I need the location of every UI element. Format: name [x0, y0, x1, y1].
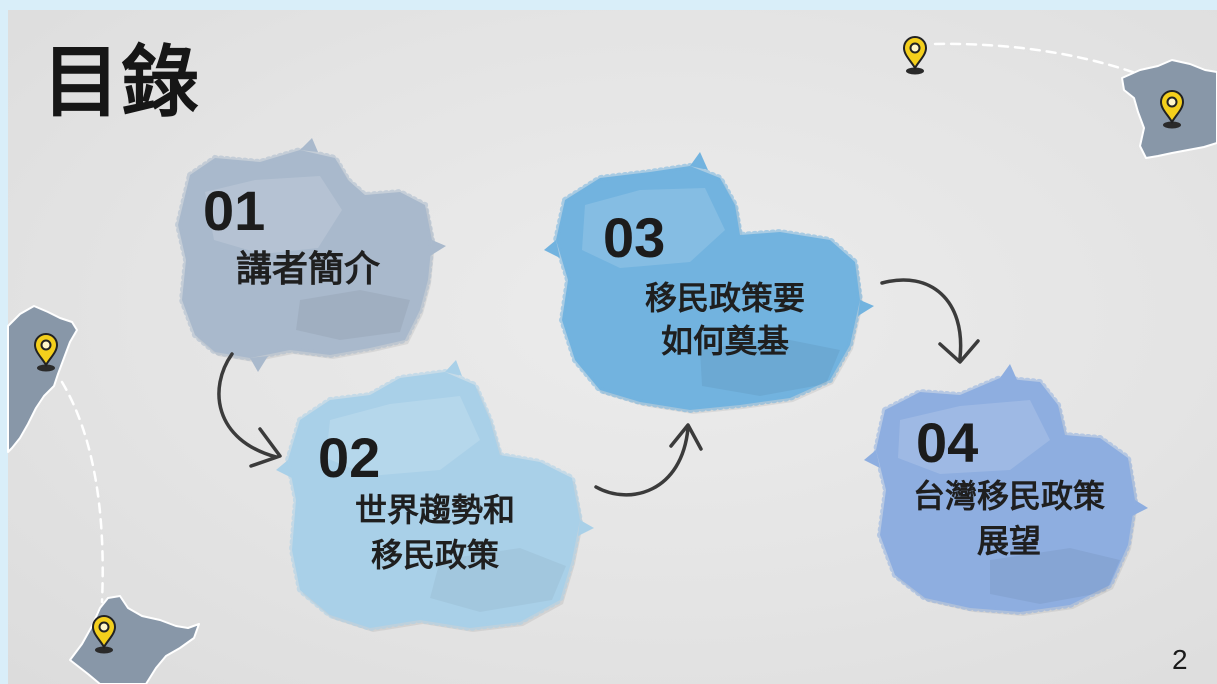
arrowhead-03-to-04 — [938, 339, 980, 364]
arrowhead-02-to-03 — [669, 423, 703, 451]
section-label-03: 移民政策要 如何奠基 — [615, 277, 835, 363]
section-number-03: 03 — [603, 206, 666, 269]
section-blob-01 — [174, 138, 446, 372]
map-pin-icon — [91, 615, 117, 654]
curved-arrow-icon — [880, 278, 980, 364]
map-fragment-left — [7, 305, 78, 453]
section-blob-02 — [276, 360, 594, 632]
section-label-04: 台灣移民政策 展望 — [889, 474, 1129, 564]
section-blob-04 — [864, 364, 1148, 616]
section-label-line: 如何奠基 — [660, 322, 789, 360]
curved-arrow-icon — [594, 423, 703, 497]
map-pin-icon — [33, 333, 59, 372]
map-pin-icon — [1159, 90, 1185, 129]
section-label-line: 台灣移民政策 — [912, 477, 1105, 515]
section-label-line: 移民政策要 — [644, 279, 805, 317]
section-blob-03 — [544, 152, 874, 414]
section-label-02: 世界趨勢和 移民政策 — [325, 488, 545, 578]
section-label-line: 世界趨勢和 — [354, 491, 515, 529]
arrow-03-to-04 — [880, 278, 963, 360]
section-label-line: 移民政策 — [370, 536, 499, 574]
section-label-line: 展望 — [976, 522, 1041, 560]
travel-route-top — [933, 42, 1162, 84]
section-number-04: 04 — [916, 411, 979, 474]
curved-arrow-icon — [217, 352, 282, 468]
section-number-02: 02 — [318, 426, 381, 489]
arrowhead-01-to-02 — [249, 427, 282, 468]
section-label-01: 講者簡介 — [218, 248, 398, 292]
map-decorations — [7, 36, 1217, 684]
arrow-02-to-03 — [594, 426, 690, 497]
page-title: 目錄 — [42, 38, 201, 128]
map-pin-icon — [902, 36, 928, 75]
section-label-line: 講者簡介 — [235, 249, 380, 290]
page-number: 2 — [1172, 644, 1188, 675]
map-fragment-bottom-left — [69, 595, 200, 684]
arrow-01-to-02 — [217, 352, 278, 459]
travel-route-left — [60, 380, 104, 604]
section-number-01: 01 — [203, 179, 266, 242]
